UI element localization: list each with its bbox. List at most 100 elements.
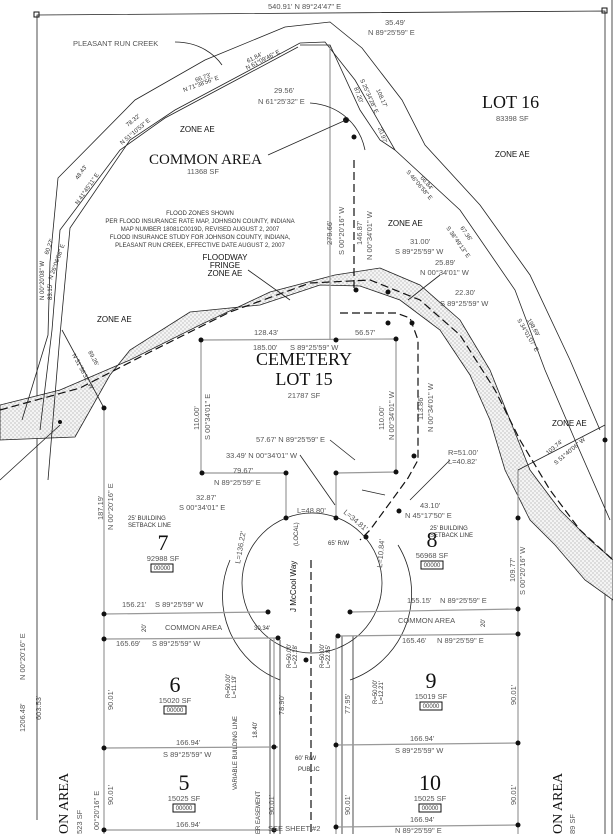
lot-8: 8 56968 SF 00000	[416, 527, 449, 570]
floodway-label: FLOODWAY	[203, 253, 249, 262]
setback-label: SETBACK LINE	[430, 533, 473, 539]
side-common-area-right-area: 89 SF	[568, 814, 577, 834]
svg-text:78.90': 78.90'	[277, 694, 286, 715]
svg-text:00000: 00000	[422, 806, 439, 812]
svg-text:33.49' N 00°34'01" W: 33.49' N 00°34'01" W	[226, 451, 298, 460]
svg-text:N 00°20'16" E: N 00°20'16" E	[106, 483, 115, 530]
interior-lines	[0, 44, 606, 834]
svg-text:56968 SF: 56968 SF	[416, 551, 449, 560]
svg-text:18.40': 18.40'	[253, 722, 259, 738]
zone-ae-label: ZONE AE	[388, 219, 423, 228]
zone-ae-label: ZONE AE	[97, 315, 132, 324]
lot-7: 7 92988 SF 00000	[147, 530, 180, 573]
setback-label: 25' BUILDING	[128, 516, 166, 522]
svg-text:89.26': 89.26'	[86, 350, 99, 367]
svg-text:00000: 00000	[154, 566, 171, 572]
svg-text:87.20': 87.20'	[352, 87, 363, 104]
svg-text:00°20'16" E: 00°20'16" E	[92, 791, 101, 830]
svg-text:N 00°34'01" W: N 00°34'01" W	[420, 268, 470, 277]
svg-text:128.43': 128.43'	[254, 328, 279, 337]
svg-text:S 89°25'59" W: S 89°25'59" W	[163, 750, 212, 759]
common-area-area: 11368 SF	[187, 167, 219, 176]
svg-text:L=12.21': L=12.21'	[379, 681, 385, 704]
svg-text:FLOOD ZONES SHOWN: FLOOD ZONES SHOWN	[166, 211, 234, 217]
svg-text:185.00': 185.00'	[253, 343, 278, 352]
svg-text:N 00°34'01" W: N 00°34'01" W	[365, 210, 374, 260]
svg-text:110.00': 110.00'	[377, 406, 386, 430]
svg-text:90.01': 90.01'	[267, 794, 276, 815]
common-area-strip: COMMON AREA	[398, 616, 455, 625]
svg-text:29.56': 29.56'	[274, 86, 295, 95]
svg-text:166.94': 166.94'	[410, 734, 435, 743]
svg-text:83.15': 83.15'	[48, 284, 54, 300]
svg-text:187.19': 187.19'	[96, 495, 105, 520]
svg-text:92988 SF: 92988 SF	[147, 554, 180, 563]
svg-text:MAP NUMBER 18081C0019D, REVISE: MAP NUMBER 18081C0019D, REVISED AUGUST 2…	[121, 227, 280, 233]
svg-text:S 00°20'16" W: S 00°20'16" W	[337, 206, 346, 255]
svg-text:N 00°34'01" W: N 00°34'01" W	[426, 382, 435, 432]
svg-text:110.00': 110.00'	[192, 406, 201, 430]
svg-text:S 89°25'59" W: S 89°25'59" W	[152, 639, 201, 648]
lot16-name: LOT 16	[482, 92, 539, 112]
svg-text:166.94': 166.94'	[176, 820, 201, 829]
svg-text:S 89°25'59" W: S 89°25'59" W	[395, 247, 444, 256]
svg-text:79.67': 79.67'	[233, 466, 254, 475]
svg-text:90.01': 90.01'	[343, 794, 352, 815]
svg-text:15025 SF: 15025 SF	[168, 794, 201, 803]
variable-building-line: VARIABLE BUILDING LINE	[233, 716, 239, 790]
cemetery-line2: LOT 15	[275, 369, 332, 389]
svg-text:48.43': 48.43'	[75, 164, 89, 181]
floodway-label: FRINGE	[210, 261, 240, 270]
svg-text:66.73': 66.73'	[195, 73, 212, 84]
svg-text:L=22.18': L=22.18'	[293, 645, 299, 668]
svg-text:32.87': 32.87'	[196, 493, 217, 502]
svg-text:R=50.00': R=50.00'	[320, 644, 326, 668]
svg-text:603.53': 603.53'	[34, 695, 43, 720]
svg-text:1206.48': 1206.48'	[18, 703, 27, 732]
svg-text:N 89°25'59" E: N 89°25'59" E	[368, 28, 415, 37]
svg-text:L=10.84': L=10.84'	[375, 538, 387, 568]
easement-label: ER EASEMENT	[256, 791, 262, 834]
svg-text:L=34.81': L=34.81'	[342, 508, 370, 534]
svg-text:00000: 00000	[176, 806, 193, 812]
svg-text:R=50.00': R=50.00'	[287, 644, 293, 668]
svg-text:L=11.19': L=11.19'	[232, 675, 238, 698]
svg-text:00000: 00000	[424, 563, 441, 569]
svg-text:15019 SF: 15019 SF	[415, 692, 448, 701]
strip-width: 20'	[142, 624, 148, 632]
lot-10: 10 15025 SF 00000	[414, 770, 447, 813]
svg-text:60.27': 60.27'	[44, 238, 55, 255]
svg-text:N 89°25'59" E: N 89°25'59" E	[437, 636, 484, 645]
see-sheet: SEE SHEET #2	[268, 824, 320, 833]
zone-ae-label: ZONE AE	[552, 419, 587, 428]
monuments	[58, 117, 608, 833]
svg-text:57.67' N 89°25'59" E: 57.67' N 89°25'59" E	[256, 435, 325, 444]
svg-text:279.66': 279.66'	[325, 220, 334, 245]
svg-text:165.69': 165.69'	[116, 639, 141, 648]
leader-lines	[174, 41, 451, 506]
svg-text:8: 8	[427, 527, 438, 552]
svg-text:N 45°17'50" E: N 45°17'50" E	[405, 511, 452, 520]
side-common-area-left-area: 523 SF	[75, 809, 84, 834]
svg-text:N 89°25'59" E: N 89°25'59" E	[440, 596, 487, 605]
svg-text:30.34': 30.34'	[254, 626, 270, 632]
svg-text:7: 7	[158, 530, 169, 555]
cemetery-line1: CEMETERY	[256, 349, 352, 369]
svg-text:N 89°25'59" E: N 89°25'59" E	[214, 478, 261, 487]
setback-label: 25' BUILDING	[430, 526, 468, 532]
creek-banks	[21, 21, 611, 521]
svg-text:20.97': 20.97'	[376, 127, 387, 144]
svg-text:N 89°25'59" E: N 89°25'59" E	[395, 826, 442, 834]
svg-text:31.00': 31.00'	[410, 237, 431, 246]
svg-text:S 89°25'59" W: S 89°25'59" W	[395, 746, 444, 755]
svg-text:N 00°34'01" W: N 00°34'01" W	[387, 390, 396, 440]
street-rw: 65' R/W	[328, 541, 349, 547]
side-common-area-left: ON AREA	[57, 772, 72, 834]
zone-ae-label: ZONE AE	[180, 125, 215, 134]
street-name: J McCool Way	[289, 561, 298, 612]
svg-text:15020 SF: 15020 SF	[159, 696, 192, 705]
svg-text:S 89°25'59" W: S 89°25'59" W	[440, 299, 489, 308]
street-public: PUBLIC	[298, 767, 320, 773]
floodway-band	[0, 267, 613, 601]
